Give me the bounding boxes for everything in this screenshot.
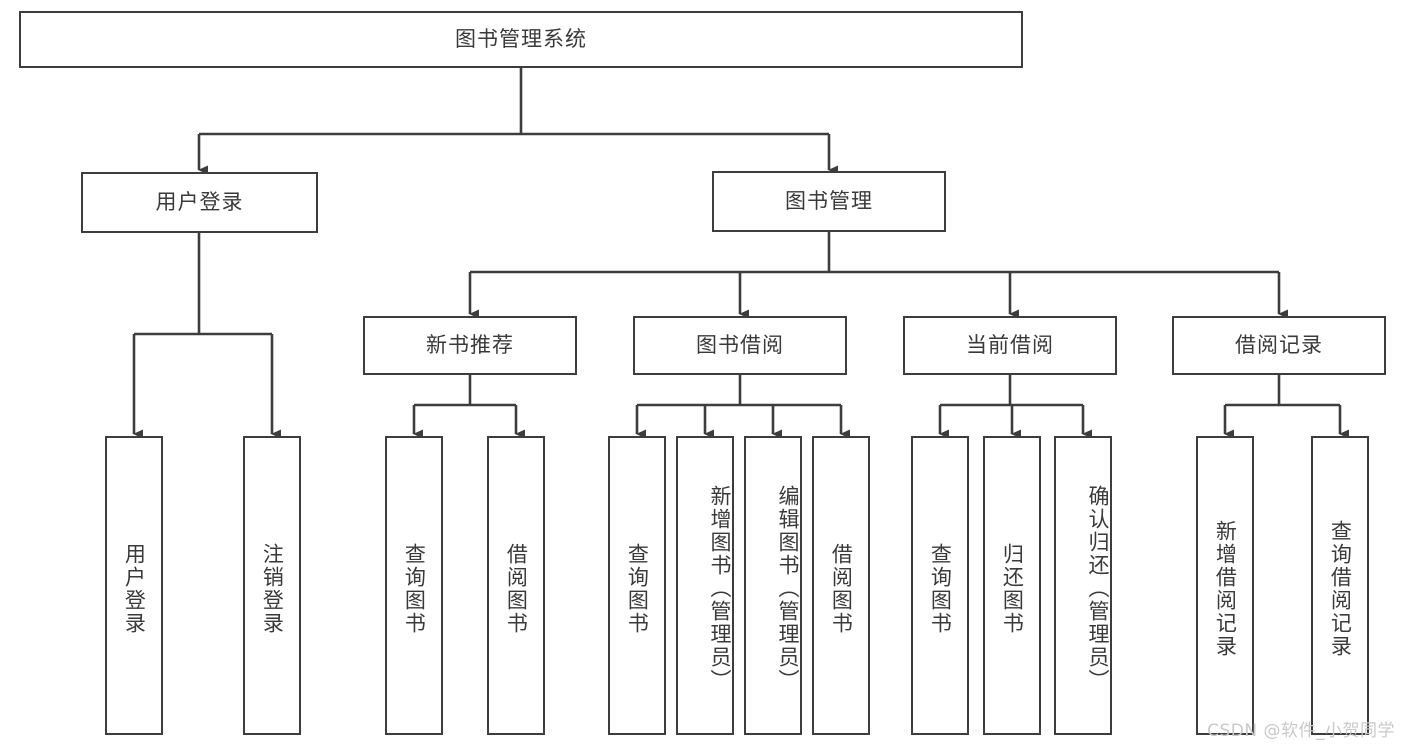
node-current-borrow[interactable]: 当前借阅 (903, 316, 1117, 375)
node-leaf-query-book-rec[interactable]: 查询图书 (385, 436, 443, 735)
node-label: 当前借阅 (966, 333, 1054, 358)
connector-newbook-to-leaves (412, 375, 525, 439)
node-label: 查询图书 (928, 542, 953, 635)
node-new-book-recommend[interactable]: 新书推荐 (363, 316, 577, 375)
node-leaf-add-book-admin[interactable]: 新增图书（管理员） (676, 436, 734, 735)
node-leaf-edit-book-admin[interactable]: 编辑图书（管理员） (744, 436, 802, 735)
node-label: 借阅图书 (504, 542, 529, 635)
node-leaf-borrow-book[interactable]: 借阅图书 (812, 436, 870, 735)
node-label: 用户登录 (155, 190, 244, 215)
node-label: 查询借阅记录 (1328, 519, 1353, 658)
node-leaf-query-book-borrow[interactable]: 查询图书 (608, 436, 666, 735)
node-label: 新增图书（管理员） (708, 485, 732, 692)
node-borrow-record[interactable]: 借阅记录 (1172, 316, 1386, 375)
node-label: 确认归还（管理员） (1086, 485, 1110, 692)
node-user-login[interactable]: 用户登录 (81, 172, 318, 233)
node-label: 借阅记录 (1235, 333, 1323, 358)
node-label: 图书借阅 (696, 333, 784, 358)
connector-borrowrecord-to-leaves (1223, 375, 1349, 439)
node-label: 归还图书 (1000, 542, 1025, 635)
node-label: 图书管理系统 (455, 27, 587, 52)
node-label: 注销登录 (260, 542, 285, 635)
node-label: 用户登录 (122, 542, 147, 635)
node-leaf-return-book[interactable]: 归还图书 (983, 436, 1041, 735)
node-leaf-confirm-return-admin[interactable]: 确认归还（管理员） (1054, 436, 1112, 735)
node-leaf-borrow-book-rec[interactable]: 借阅图书 (487, 436, 545, 735)
node-label: 新增借阅记录 (1213, 519, 1238, 658)
node-root[interactable]: 图书管理系统 (19, 11, 1023, 68)
connector-userlogin-to-leaves (132, 233, 281, 439)
node-label: 查询图书 (402, 542, 427, 635)
node-label: 新书推荐 (426, 333, 514, 358)
connector-bookborrow-to-leaves (635, 375, 850, 439)
connector-currentborrow-to-leaves (938, 375, 1092, 439)
node-book-borrow[interactable]: 图书借阅 (633, 316, 847, 375)
node-label: 借阅图书 (829, 542, 854, 635)
node-leaf-query-book-current[interactable]: 查询图书 (911, 436, 969, 735)
node-leaf-logout-login[interactable]: 注销登录 (243, 436, 301, 735)
connector-root-to-level2 (197, 68, 838, 175)
node-leaf-user-login[interactable]: 用户登录 (105, 436, 163, 735)
node-leaf-add-borrow-record[interactable]: 新增借阅记录 (1196, 436, 1254, 735)
node-leaf-query-borrow-record[interactable]: 查询借阅记录 (1311, 436, 1369, 735)
watermark-label: CSDN @软件_小贺同学 (1207, 721, 1395, 741)
node-book-manage[interactable]: 图书管理 (712, 171, 946, 232)
node-label: 查询图书 (625, 542, 650, 635)
node-label: 编辑图书（管理员） (776, 485, 800, 692)
connector-bookmanage-to-level3 (468, 232, 1288, 319)
node-label: 图书管理 (785, 189, 873, 214)
